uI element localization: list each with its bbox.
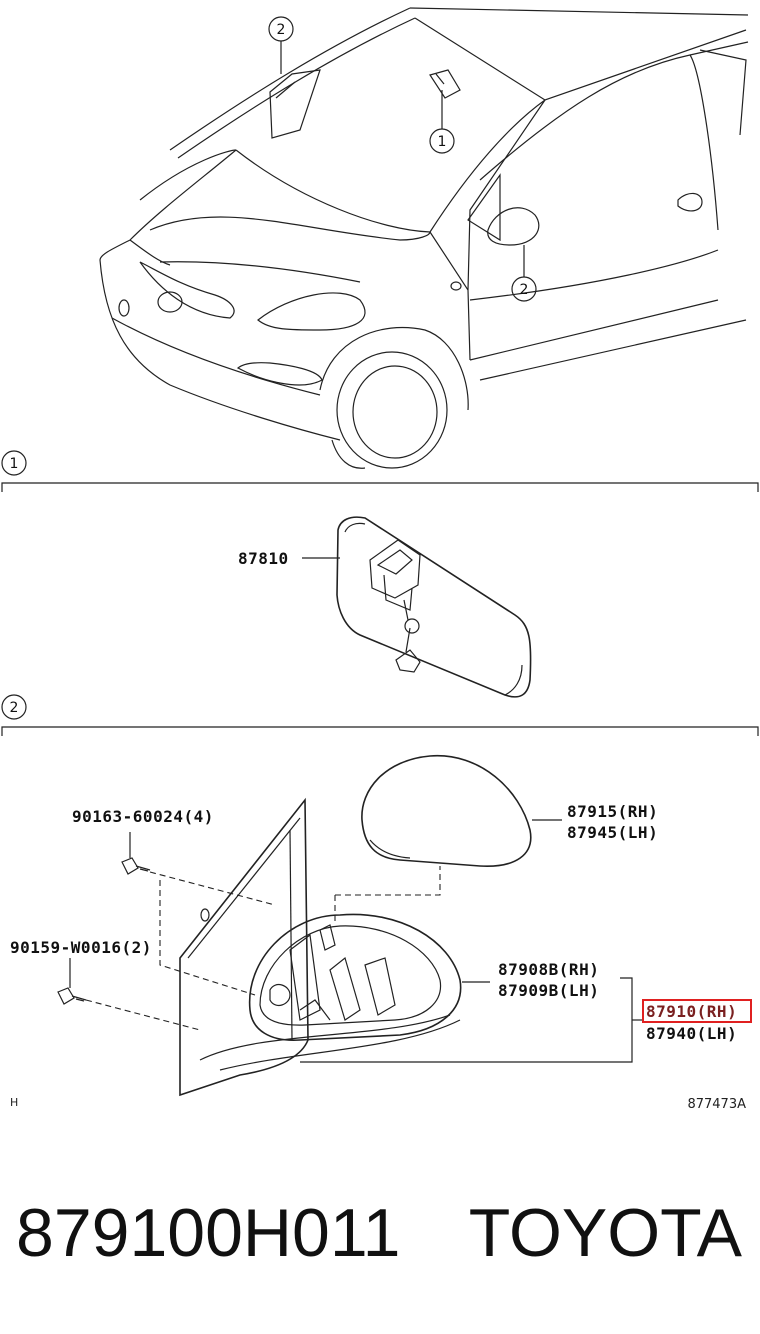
label-bolt: 90163-60024(4): [72, 807, 214, 826]
section-1: 1 87810: [1, 450, 759, 698]
label-inner-mirror: 87810: [238, 549, 289, 568]
footer-brand: TOYOTA: [468, 1195, 742, 1271]
section-2: 2: [1, 694, 759, 1112]
corner-code: H: [10, 1096, 18, 1109]
mirror-housing-drawing: [199, 913, 462, 1071]
screw-drawing: [57, 987, 87, 1005]
label-cover-rh: 87915(RH): [567, 802, 658, 821]
label-housing-rh: 87908B(RH): [498, 960, 599, 979]
label-cover-lh: 87945(LH): [567, 823, 658, 842]
label-screw: 90159-W0016(2): [10, 938, 152, 957]
callout-2-top: 2: [268, 16, 294, 74]
callout-2-side-text: 2: [520, 282, 529, 298]
highlight-box: [642, 999, 752, 1023]
label-assy-rh: 87910(RH): [646, 1002, 737, 1021]
label-housing-lh: 87909B(LH): [498, 981, 599, 1000]
mirror-cover-drawing: [361, 755, 532, 867]
footer: 879100H011 TOYOTA: [0, 1180, 760, 1290]
inner-mirror-drawing: [336, 516, 532, 698]
bolt-drawing: [121, 857, 151, 875]
car-illustration: [99, 7, 749, 469]
callout-1-mirror: 1: [429, 90, 455, 154]
callout-2-side-mirror: 2: [511, 245, 537, 302]
label-assy-lh: 87940(LH): [646, 1024, 737, 1043]
callout-1-text: 1: [438, 134, 447, 150]
section-2-callout: 2: [10, 700, 19, 716]
drawing-code: 877473A: [687, 1097, 746, 1112]
callout-2-text: 2: [277, 22, 286, 38]
section-1-callout: 1: [10, 456, 19, 472]
footer-part-number: 879100H011: [16, 1195, 401, 1271]
